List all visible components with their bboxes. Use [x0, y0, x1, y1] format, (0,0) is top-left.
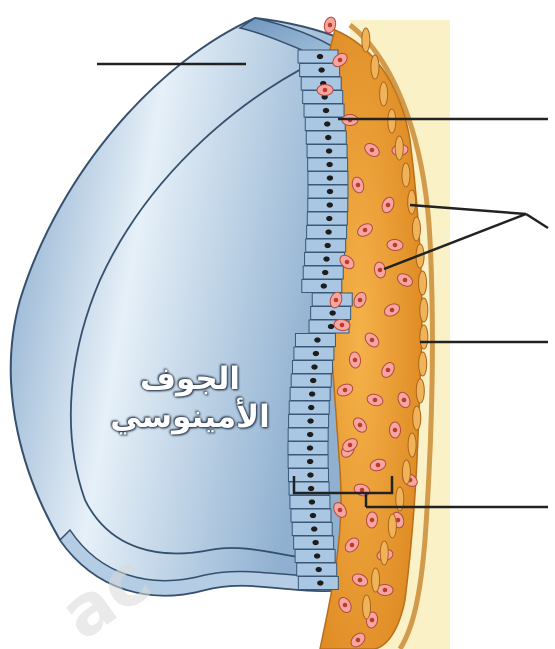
mesoderm-nucleus	[340, 323, 345, 328]
ectoderm-nucleus	[326, 162, 332, 167]
ectoderm-nucleus	[317, 580, 323, 585]
ectoderm-nucleus	[309, 499, 315, 504]
border-cell	[408, 433, 416, 457]
mesoderm-nucleus	[402, 398, 407, 403]
ectoderm-nucleus	[314, 553, 320, 558]
ectoderm-nucleus	[311, 364, 317, 369]
ectoderm-nucleus	[328, 324, 334, 329]
ectoderm-nucleus	[308, 486, 314, 491]
border-cell	[362, 28, 370, 52]
ectoderm-nucleus	[326, 216, 332, 221]
ectoderm-nucleus	[326, 148, 332, 153]
border-cell	[380, 541, 388, 565]
ectoderm-nucleus	[325, 135, 331, 140]
border-cell	[380, 82, 388, 106]
mesoderm-nucleus	[343, 603, 348, 608]
border-cell	[412, 217, 420, 241]
mesoderm-nucleus	[343, 388, 348, 393]
mesoderm-nucleus	[370, 618, 375, 623]
mesoderm-nucleus	[370, 148, 375, 153]
mesoderm-nucleus	[403, 278, 408, 283]
ectoderm-nucleus	[310, 513, 316, 518]
ectoderm-nucleus	[314, 337, 320, 342]
mesoderm-nucleus	[386, 203, 391, 208]
ectoderm-nucleus	[307, 418, 313, 423]
ectoderm-nucleus	[327, 175, 333, 180]
ectoderm-nucleus	[308, 405, 314, 410]
mesoderm-nucleus	[363, 228, 368, 233]
border-cell	[363, 595, 371, 619]
mesoderm-nucleus	[350, 543, 355, 548]
mesoderm-nucleus	[334, 298, 339, 303]
ectoderm-nucleus	[324, 243, 330, 248]
mesoderm-nucleus	[328, 23, 333, 28]
border-cell	[420, 298, 428, 322]
ectoderm-nucleus	[325, 229, 331, 234]
mesoderm-nucleus	[378, 268, 383, 273]
ectoderm-nucleus	[313, 351, 319, 356]
ectoderm-nucleus	[327, 202, 333, 207]
mesoderm-nucleus	[370, 518, 375, 523]
ectoderm-nucleus	[323, 256, 329, 261]
mesoderm-nucleus	[393, 243, 398, 248]
mesoderm-nucleus	[348, 443, 353, 448]
ectoderm-nucleus	[322, 270, 328, 275]
ectoderm-nucleus	[307, 472, 313, 477]
mesoderm-nucleus	[358, 298, 363, 303]
mesoderm-nucleus	[356, 638, 361, 643]
ectoderm-nucleus	[329, 310, 335, 315]
border-cell	[402, 163, 410, 187]
mesoderm-nucleus	[370, 338, 375, 343]
ectoderm-nucleus	[323, 108, 329, 113]
mesoderm-nucleus	[390, 308, 395, 313]
mesoderm-nucleus	[383, 588, 388, 593]
ectoderm-nucleus	[327, 189, 333, 194]
border-cell	[419, 271, 427, 295]
ectoderm-nucleus	[324, 121, 330, 126]
border-cell	[408, 190, 416, 214]
border-cell	[402, 460, 410, 484]
mesoderm-nucleus	[356, 183, 361, 188]
border-cell	[388, 109, 396, 133]
mesoderm-nucleus	[373, 398, 378, 403]
border-cell	[420, 325, 428, 349]
cavity-label-line2: الأمينوسي	[95, 397, 285, 437]
mesoderm-nucleus	[323, 88, 328, 93]
ectoderm-nucleus	[307, 432, 313, 437]
mesoderm-nucleus	[393, 428, 398, 433]
mesoderm-nucleus	[376, 463, 381, 468]
mesoderm-nucleus	[338, 58, 343, 63]
leader-line-mesoderm-c	[526, 214, 548, 228]
mesoderm-nucleus	[353, 358, 358, 363]
border-cell	[371, 55, 379, 79]
border-cell	[413, 406, 421, 430]
mesoderm-nucleus	[358, 423, 363, 428]
border-cell	[419, 352, 427, 376]
mesoderm-nucleus	[338, 508, 343, 513]
ectoderm-nucleus	[312, 540, 318, 545]
mesoderm-nucleus	[358, 578, 363, 583]
ectoderm-nucleus	[318, 67, 324, 72]
mesoderm-nucleus	[345, 260, 350, 265]
border-cell	[372, 568, 380, 592]
mesoderm-nucleus	[360, 488, 365, 493]
border-cell	[388, 514, 396, 538]
border-cell	[416, 379, 424, 403]
ectoderm-nucleus	[309, 391, 315, 396]
border-cell	[395, 136, 403, 160]
ectoderm-nucleus	[307, 459, 313, 464]
ectoderm-nucleus	[317, 54, 323, 59]
mesoderm-nucleus	[386, 368, 391, 373]
cavity-label-line1: الجوف	[95, 359, 285, 399]
ectoderm-nucleus	[307, 445, 313, 450]
ectoderm-nucleus	[311, 526, 317, 531]
ectoderm-nucleus	[310, 378, 316, 383]
ectoderm-nucleus	[321, 283, 327, 288]
ectoderm-nucleus	[316, 567, 322, 572]
